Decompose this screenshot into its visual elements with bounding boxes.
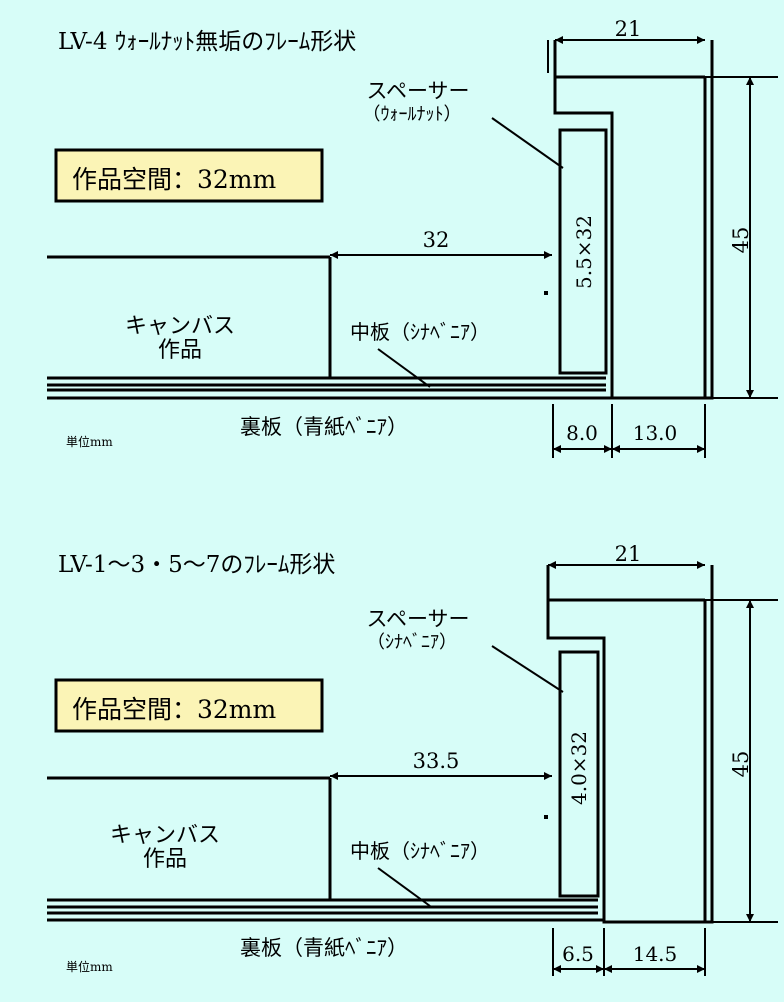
back-board-label: 裏板（青紙ﾍﾞﾆｱ） xyxy=(240,415,408,439)
middle-board-label: 中板（ｼﾅﾍﾞﾆｱ） xyxy=(350,320,490,344)
spacer-dot xyxy=(544,291,548,295)
inner-dim-label: 33.5 xyxy=(413,749,460,773)
top-width-label: 21 xyxy=(615,542,642,566)
spacer-leader xyxy=(491,117,564,169)
space-label-box xyxy=(54,148,324,203)
spacer-label: スペーサー xyxy=(366,79,469,103)
spacer-size-label: 5.5×32 xyxy=(572,215,596,289)
spacer-block xyxy=(558,650,600,898)
spacer-label: スペーサー xyxy=(366,607,469,631)
dim-left-label: 8.0 xyxy=(566,421,598,445)
back-board-label: 裏板（青紙ﾍﾞﾆｱ） xyxy=(240,936,408,960)
spacer-sub-label: （ｳｫｰﾙﾅｯﾄ） xyxy=(363,104,462,125)
spacer-dot xyxy=(544,815,548,819)
spacer-block xyxy=(558,128,608,375)
spacer-size-label: 4.0×32 xyxy=(567,731,591,805)
frame-profile xyxy=(553,40,714,400)
diagram-lv4-text: LV-4 ｳｫｰﾙﾅｯﾄ無垢のﾌﾚｰﾑ形状 作品空間：32mm 21 45 スペ… xyxy=(58,17,753,449)
frame-profile xyxy=(546,565,714,924)
top-width-label: 21 xyxy=(615,17,642,41)
diagram-lv1-7 xyxy=(47,561,778,976)
height-label: 45 xyxy=(729,751,753,778)
canvas-label-2: 作品 xyxy=(158,338,202,363)
unit-label: 単位mm xyxy=(66,959,113,974)
dim-right-label: 13.0 xyxy=(633,421,678,445)
unit-label: 単位mm xyxy=(66,434,113,449)
diagram-lv4 xyxy=(47,36,778,458)
inner-dim-label: 32 xyxy=(423,228,450,252)
middle-board-leader xyxy=(377,867,431,907)
middle-board-leader xyxy=(377,348,431,388)
spacer-sub-label: （ｼﾅﾍﾞﾆｱ） xyxy=(367,632,457,653)
diagram-lv1-7-text: LV-1～3・5～7のﾌﾚｰﾑ形状 作品空間：32mm 21 45 スペーサー … xyxy=(58,542,753,974)
spacer-leader xyxy=(491,645,564,693)
height-label: 45 xyxy=(729,227,753,254)
middle-board-label: 中板（ｼﾅﾍﾞﾆｱ） xyxy=(350,839,490,863)
dim-right-label: 14.5 xyxy=(633,942,678,966)
dim-left-label: 6.5 xyxy=(562,942,594,966)
diagram-title: LV-4 ｳｫｰﾙﾅｯﾄ無垢のﾌﾚｰﾑ形状 xyxy=(58,29,356,55)
canvas-label-2: 作品 xyxy=(143,847,187,872)
space-label-box xyxy=(54,678,324,733)
canvas-label-1: キャンバス xyxy=(125,314,235,339)
space-label: 作品空間：32mm xyxy=(72,165,277,194)
canvas-label-1: キャンバス xyxy=(110,823,220,848)
space-label: 作品空間：32mm xyxy=(72,695,277,724)
diagram-title: LV-1～3・5～7のﾌﾚｰﾑ形状 xyxy=(58,552,335,578)
